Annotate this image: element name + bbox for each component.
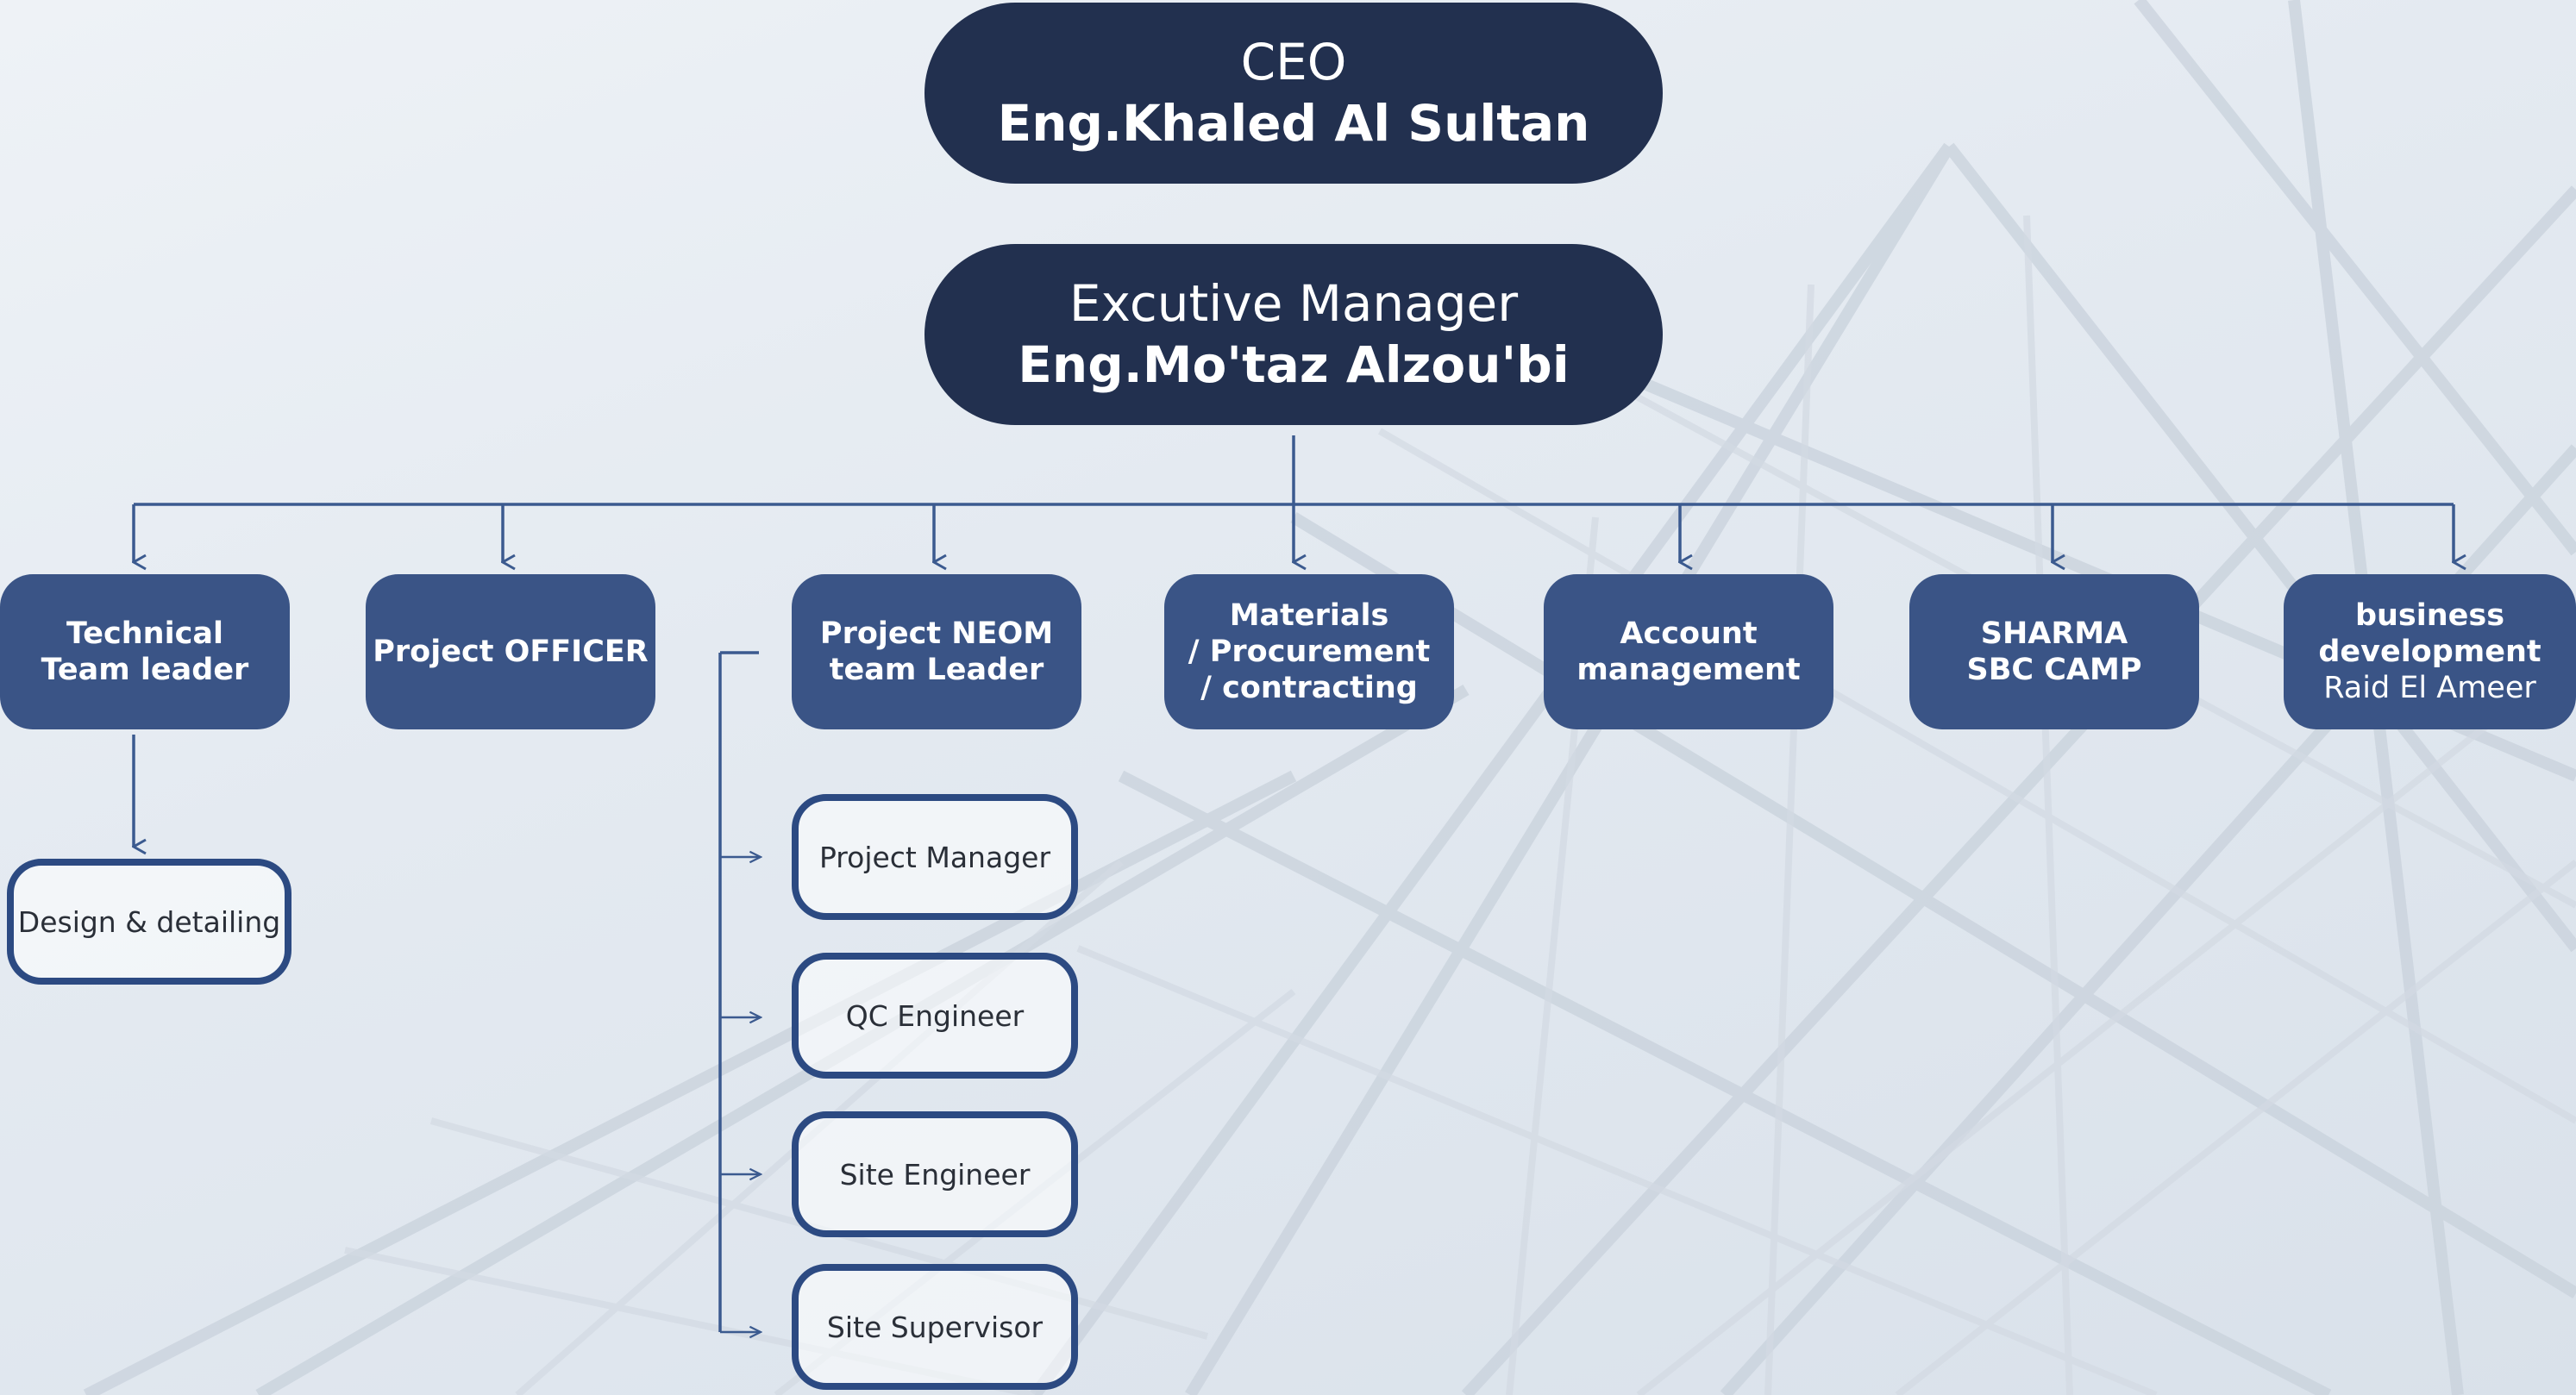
qc-engineer-label: QC Engineer: [845, 998, 1025, 1033]
business-person: Raid El Ameer: [2323, 671, 2536, 705]
sharma-line2: SBC CAMP: [1966, 653, 2142, 687]
materials-line3: / contracting: [1200, 671, 1418, 705]
sharma-sbc-camp-node: SHARMA SBC CAMP: [1909, 574, 2199, 729]
technical-line2: Team leader: [41, 653, 249, 687]
account-management-node: Account management: [1544, 574, 1833, 729]
technical-team-leader-node: Technical Team leader: [0, 574, 290, 729]
sharma-line1: SHARMA: [1980, 616, 2128, 651]
design-detailing-label: Design & detailing: [17, 904, 281, 939]
executive-manager-node: Excutive Manager Eng.Mo'taz Alzou'bi: [924, 244, 1663, 425]
project-manager-label: Project Manager: [818, 840, 1051, 874]
site-supervisor-node: Site Supervisor: [792, 1264, 1078, 1390]
site-engineer-node: Site Engineer: [792, 1111, 1078, 1237]
design-detailing-node: Design & detailing: [7, 859, 291, 985]
qc-engineer-node: QC Engineer: [792, 953, 1078, 1079]
materials-procurement-node: Materials / Procurement / contracting: [1164, 574, 1454, 729]
executive-title: Excutive Manager: [1069, 274, 1519, 333]
account-line1: Account: [1620, 616, 1758, 651]
materials-line1: Materials: [1229, 598, 1389, 633]
project-officer-node: Project OFFICER: [366, 574, 655, 729]
business-line2: development: [2318, 635, 2542, 669]
neom-line1: Project NEOM: [819, 616, 1054, 651]
materials-line2: / Procurement: [1188, 635, 1431, 669]
project-neom-team-leader-node: Project NEOM team Leader: [792, 574, 1081, 729]
business-development-node: business development Raid El Ameer: [2284, 574, 2576, 729]
executive-name: Eng.Mo'taz Alzou'bi: [1018, 335, 1570, 394]
ceo-node: CEO Eng.Khaled Al Sultan: [924, 3, 1663, 184]
ceo-name: Eng.Khaled Al Sultan: [997, 94, 1590, 153]
site-supervisor-label: Site Supervisor: [826, 1310, 1044, 1344]
officer-line1: Project OFFICER: [373, 635, 649, 669]
site-engineer-label: Site Engineer: [839, 1157, 1031, 1192]
ceo-title: CEO: [1240, 33, 1347, 91]
business-line1: business: [2354, 598, 2505, 633]
technical-line1: Technical: [66, 616, 223, 651]
neom-line2: team Leader: [829, 653, 1044, 687]
project-manager-node: Project Manager: [792, 794, 1078, 920]
account-line2: management: [1576, 653, 1801, 687]
